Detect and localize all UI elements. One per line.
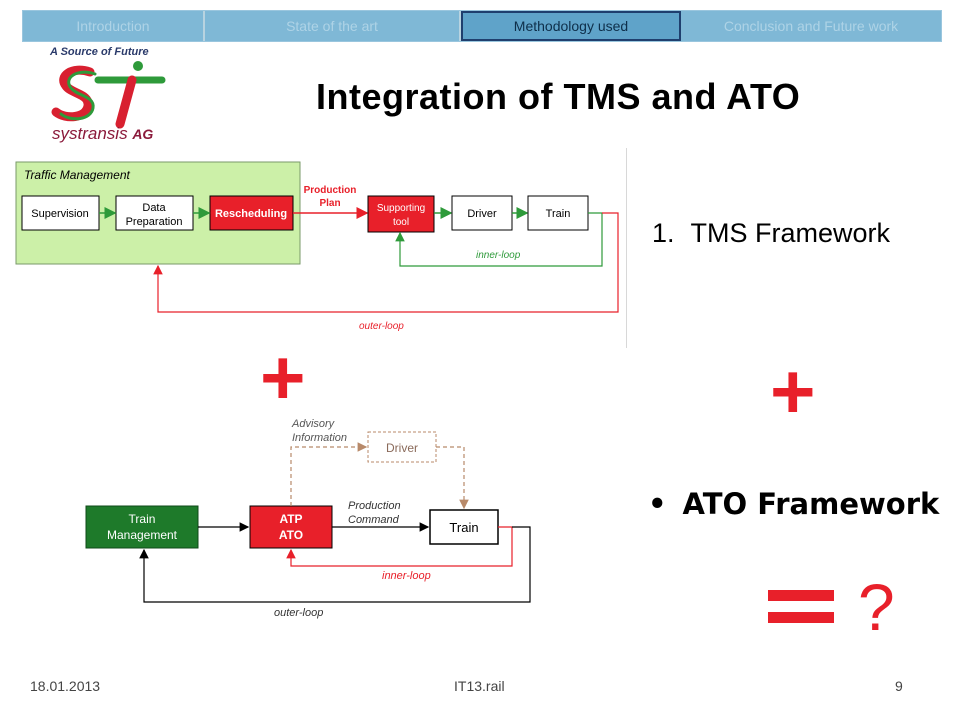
plus-sign-2: +: [770, 347, 816, 435]
production-command-label-1: Production: [348, 500, 401, 512]
ato-train-label: Train: [449, 520, 478, 535]
footer-center: IT13.rail: [454, 678, 505, 694]
footer-date: 18.01.2013: [30, 678, 101, 694]
systransis-logo: A Source of Future systransis AG: [50, 46, 180, 156]
atp-label: ATP: [279, 512, 302, 526]
ato-item-label: ATO Framework: [682, 487, 940, 521]
ato-diagram: Advisory Information Driver Train Manage…: [85, 418, 531, 619]
logo-tagline: A Source of Future: [50, 46, 149, 58]
atp-ato-box: [249, 505, 333, 549]
tms-framework-item: 1. TMS Framework: [652, 218, 890, 249]
st-logo-icon: [51, 61, 166, 129]
train-label: Train: [546, 208, 571, 220]
supervision-label: Supervision: [31, 208, 88, 220]
train-management-box: [85, 505, 199, 549]
tms-item-label: TMS Framework: [690, 218, 891, 248]
inner-loop-label: inner-loop: [476, 250, 521, 261]
production-command-label-2: Command: [348, 514, 400, 526]
train-management-label-2: Management: [107, 528, 178, 542]
advisory-label-1: Advisory: [291, 418, 336, 430]
tab-conclusion[interactable]: Conclusion and Future work: [723, 18, 899, 34]
slide-title: Integration of TMS and ATO: [316, 76, 801, 117]
logo-brand: systransis AG: [52, 124, 154, 143]
tms-item-number: 1.: [652, 218, 675, 248]
supporting-tool-label-1: Supporting: [377, 203, 425, 214]
tab-introduction[interactable]: Introduction: [23, 11, 205, 41]
ato-driver-label: Driver: [386, 441, 418, 455]
equals-sign: [768, 590, 834, 626]
data-preparation-label-1: Data: [142, 202, 166, 214]
plus-sign-1: +: [260, 333, 306, 421]
tab-methodology-used[interactable]: Methodology used: [461, 11, 681, 41]
ato-train-box: [429, 509, 499, 545]
tms-diagram: Traffic Management Supervision Data Prep…: [15, 161, 619, 332]
separator-line: [626, 148, 627, 348]
ato-inner-loop-label: inner-loop: [382, 570, 431, 582]
production-plan-label-1: Production: [304, 185, 357, 196]
ato-item-bullet: •: [648, 487, 667, 521]
train-box: [527, 195, 589, 231]
train-management-label-1: Train: [129, 512, 156, 526]
rescheduling-label: Rescheduling: [215, 208, 287, 220]
tab-state-of-the-art[interactable]: State of the art: [205, 11, 461, 41]
ato-outer-loop-label: outer-loop: [274, 607, 323, 619]
section-nav: Introduction State of the art Methodolog…: [22, 10, 942, 42]
ato-label: ATO: [279, 528, 303, 542]
driver-label: Driver: [467, 208, 497, 220]
outer-loop-label: outer-loop: [359, 321, 404, 332]
ato-framework-item: • ATO Framework: [648, 487, 939, 521]
advisory-label-2: Information: [292, 432, 347, 444]
production-plan-label-2: Plan: [319, 198, 340, 209]
question-mark: ?: [858, 570, 895, 644]
traffic-management-label: Traffic Management: [24, 168, 130, 182]
data-preparation-label-2: Preparation: [126, 216, 183, 228]
footer-page-number: 9: [895, 678, 903, 694]
supporting-tool-label-2: tool: [393, 217, 409, 228]
